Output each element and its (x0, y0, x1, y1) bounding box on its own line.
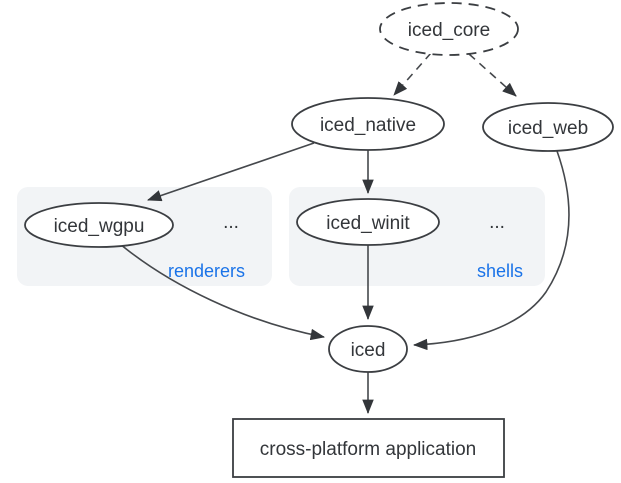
node-label-iced-core: iced_core (408, 20, 490, 41)
shells-ellipsis: ... (489, 212, 505, 233)
renderers-ellipsis: ... (223, 212, 239, 233)
node-iced-web (482, 102, 614, 152)
node-iced-winit (296, 198, 440, 246)
node-label-iced-native: iced_native (320, 115, 416, 136)
node-label-iced-web: iced_web (508, 118, 588, 139)
edge-web-to-iced (412, 150, 570, 351)
node-label-iced: iced (351, 340, 386, 361)
node-iced-core (379, 2, 519, 56)
node-application (232, 418, 505, 478)
node-label-application: cross-platform application (260, 439, 476, 460)
cluster-label-shells: shells (477, 261, 523, 281)
cluster-label-renderers: renderers (168, 261, 245, 281)
node-iced-wgpu (24, 202, 174, 248)
node-label-iced-wgpu: iced_wgpu (54, 216, 145, 237)
edge-wgpu-to-iced (119, 243, 325, 341)
edge-native-to-wgpu (147, 142, 315, 202)
edge-core-to-native (393, 52, 432, 96)
node-iced-native (291, 97, 445, 151)
node-label-iced-winit: iced_winit (326, 213, 410, 234)
node-iced (328, 325, 408, 373)
edge-core-to-web (468, 53, 517, 97)
